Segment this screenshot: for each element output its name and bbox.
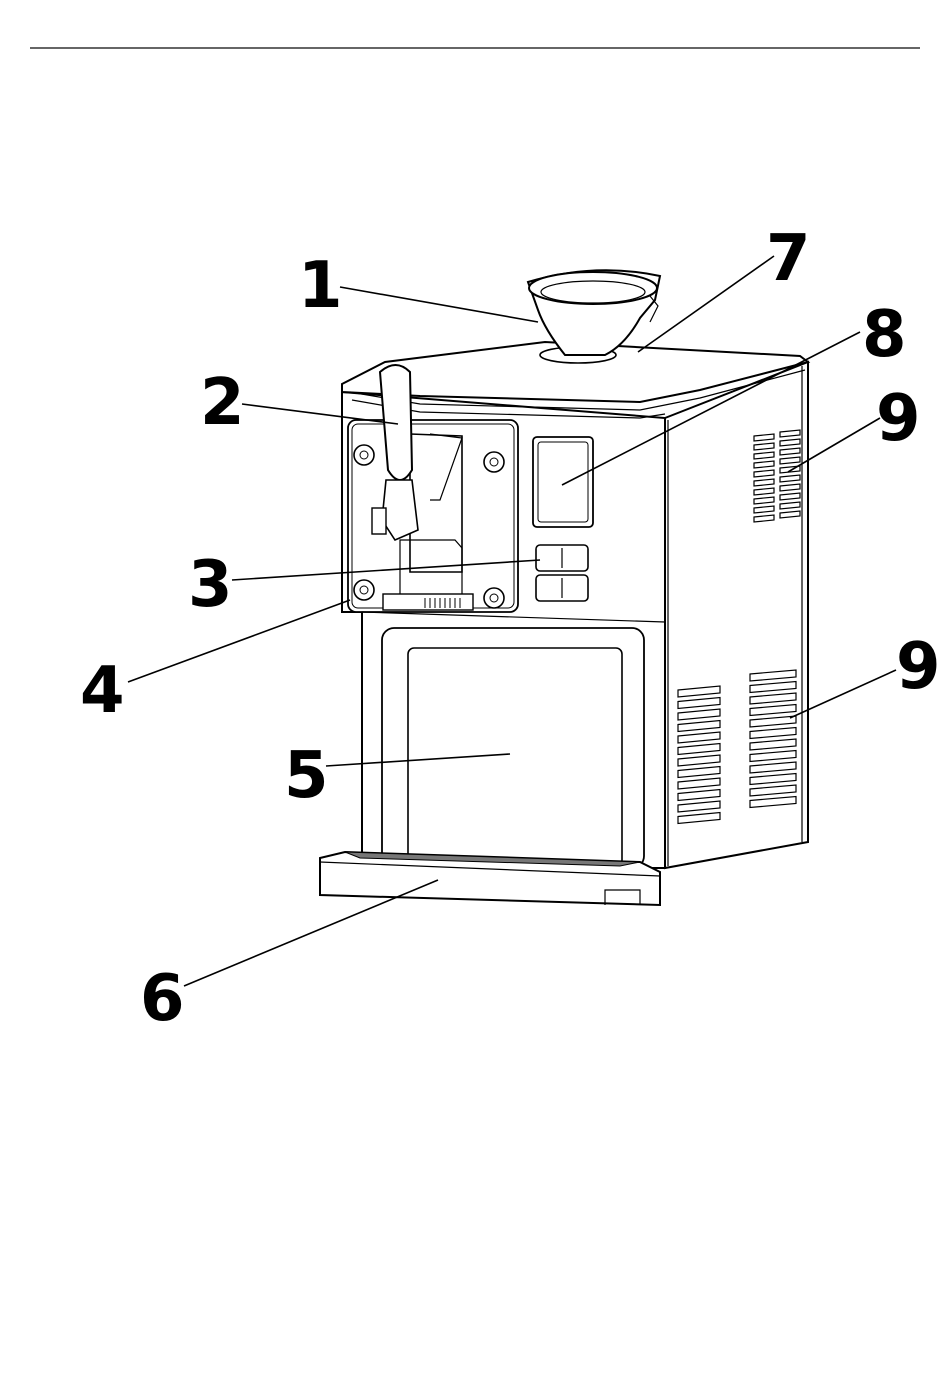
leader-6 <box>184 880 438 986</box>
front-cover-panel <box>408 648 622 866</box>
dispensing-head <box>410 434 462 572</box>
callout-1: 1 <box>298 249 343 323</box>
display-screen <box>533 437 593 527</box>
callout-6: 6 <box>140 962 185 1036</box>
knob-top-right <box>484 452 504 472</box>
callout-9b: 9 <box>896 630 941 704</box>
drip-tray <box>320 852 660 905</box>
callout-9a: 9 <box>876 382 921 456</box>
callout-4: 4 <box>80 654 125 728</box>
knob-top-left <box>354 445 374 465</box>
callout-8: 8 <box>862 298 907 372</box>
leader-1 <box>340 287 538 322</box>
leader-4 <box>128 600 350 682</box>
callout-5: 5 <box>284 739 329 813</box>
callout-2: 2 <box>200 366 245 440</box>
callout-3: 3 <box>188 548 233 622</box>
machine-illustration <box>320 270 808 905</box>
knob-bottom-right <box>484 588 504 608</box>
leader-7 <box>638 256 774 352</box>
knob-bottom-left <box>354 580 374 600</box>
callout-7: 7 <box>766 222 811 296</box>
